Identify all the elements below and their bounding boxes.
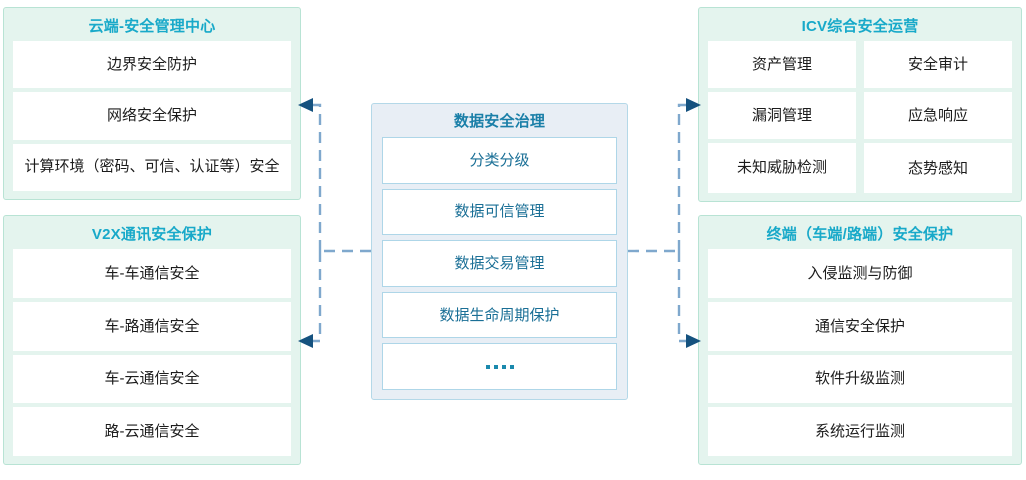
- panel-v2x-communication-security[interactable]: V2X通讯安全保护 车-车通信安全 车-路通信安全 车-云通信安全 路-云通信安…: [3, 215, 301, 465]
- panel-terminal-security-protection[interactable]: 终端（车端/路端）安全保护 入侵监测与防御 通信安全保护 软件升级监测 系统运行…: [698, 215, 1022, 465]
- card-data-transaction-management[interactable]: 数据交易管理: [382, 240, 617, 287]
- panel-icv-title: ICV综合安全运营: [801, 18, 919, 35]
- card-security-audit[interactable]: 安全审计: [864, 41, 1012, 88]
- connector-center-to-left-panels: [298, 98, 371, 348]
- panel-cloud-security-management-center[interactable]: 云端-安全管理中心 边界安全防护 网络安全保护 计算环境（密码、可信、认证等）安…: [3, 7, 301, 200]
- card-data-trust-management[interactable]: 数据可信管理: [382, 188, 617, 236]
- card-data-lifecycle-protection[interactable]: 数据生命周期保护: [382, 291, 617, 339]
- card-computing-environment-security[interactable]: 计算环境（密码、可信、认证等）安全: [13, 143, 291, 191]
- panel-cloud-title: 云端-安全管理中心: [88, 18, 216, 35]
- card-more-ellipsis[interactable]: [382, 343, 617, 390]
- card-system-operation-monitoring[interactable]: 系统运行监测: [708, 407, 1012, 456]
- panel-icv-card-grid: 资产管理 安全审计 漏洞管理 应急响应 未知威胁检测 态势感知: [708, 41, 1012, 193]
- connector-center-to-right-panels: [628, 98, 701, 348]
- card-intrusion-detection-defense[interactable]: 入侵监测与防御: [708, 249, 1012, 298]
- panel-cloud-card-list: 边界安全防护 网络安全保护 计算环境（密码、可信、认证等）安全: [13, 41, 291, 191]
- panel-v2x-card-list: 车-车通信安全 车-路通信安全 车-云通信安全 路-云通信安全: [13, 249, 291, 456]
- card-boundary-security[interactable]: 边界安全防护: [13, 41, 291, 89]
- panel-terminal-title: 终端（车端/路端）安全保护: [766, 226, 954, 243]
- card-asset-management[interactable]: 资产管理: [708, 41, 856, 88]
- card-i2c-security[interactable]: 路-云通信安全: [13, 407, 291, 456]
- card-classification-grading[interactable]: 分类分级: [382, 137, 617, 184]
- card-unknown-threat-detection[interactable]: 未知威胁检测: [708, 143, 856, 193]
- panel-center-title: 数据安全治理: [453, 113, 546, 130]
- card-v2v-security[interactable]: 车-车通信安全: [13, 249, 291, 298]
- card-v2i-security[interactable]: 车-路通信安全: [13, 301, 291, 351]
- panel-center-card-list: 分类分级 数据可信管理 数据交易管理 数据生命周期保护: [382, 137, 617, 390]
- card-situational-awareness[interactable]: 态势感知: [864, 143, 1012, 193]
- panel-terminal-card-list: 入侵监测与防御 通信安全保护 软件升级监测 系统运行监测: [708, 249, 1012, 456]
- panel-v2x-title: V2X通讯安全保护: [91, 226, 213, 243]
- card-emergency-response[interactable]: 应急响应: [864, 92, 1012, 139]
- ellipsis-icon: [485, 364, 514, 369]
- panel-data-security-governance[interactable]: 数据安全治理 分类分级 数据可信管理 数据交易管理 数据生命周期保护: [371, 103, 628, 400]
- card-v2c-security[interactable]: 车-云通信安全: [13, 354, 291, 404]
- card-vulnerability-management[interactable]: 漏洞管理: [708, 92, 856, 139]
- panel-icv-integrated-security-operations[interactable]: ICV综合安全运营 资产管理 安全审计 漏洞管理 应急响应 未知威胁检测 态势感…: [698, 7, 1022, 202]
- card-communication-security-protection[interactable]: 通信安全保护: [708, 301, 1012, 351]
- card-network-security[interactable]: 网络安全保护: [13, 92, 291, 140]
- card-software-upgrade-monitoring[interactable]: 软件升级监测: [708, 354, 1012, 404]
